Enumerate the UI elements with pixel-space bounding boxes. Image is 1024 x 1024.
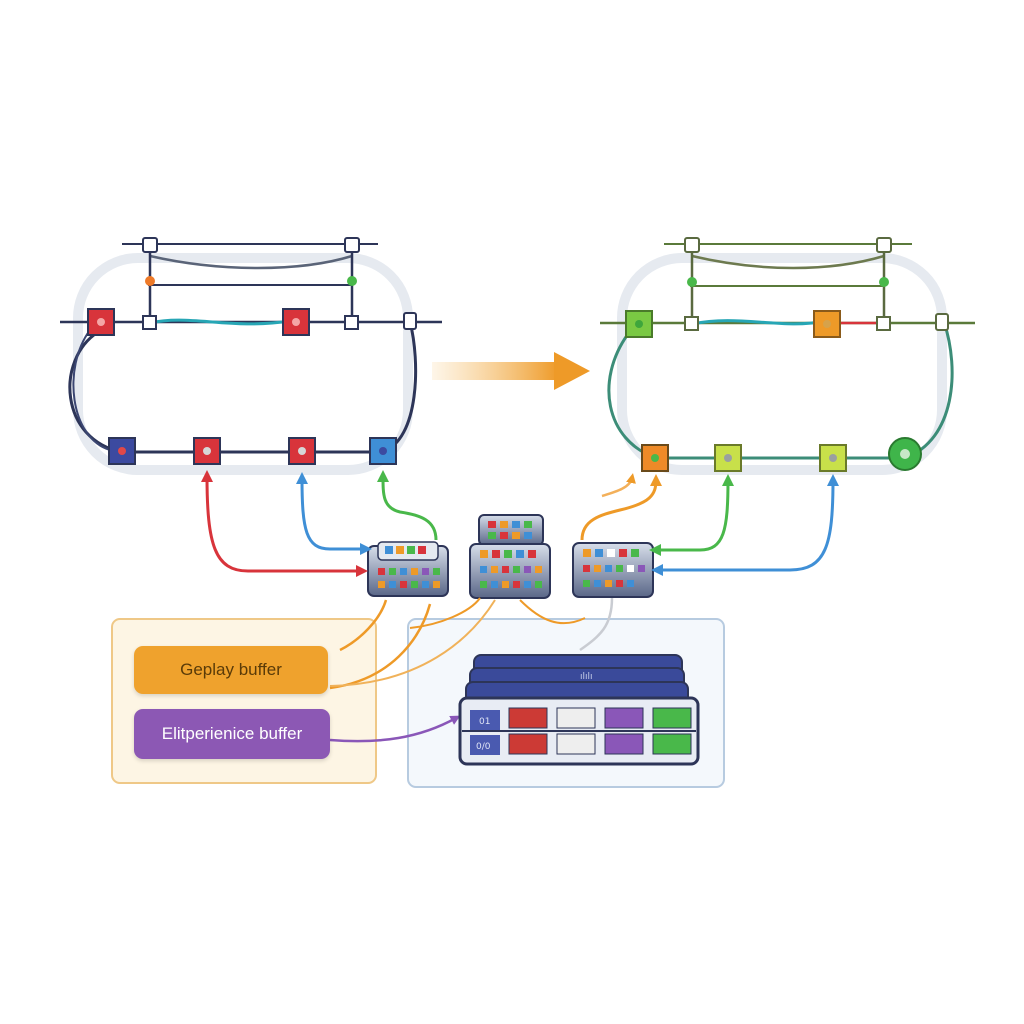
left-bottom-node-1 — [108, 437, 136, 465]
memory-slot-2-1 — [508, 733, 548, 755]
left-pole-a-light — [145, 276, 155, 286]
buffer-links — [329, 597, 614, 743]
memory-stack-tag: ılılı — [580, 672, 593, 682]
left-teal-signal — [149, 318, 291, 326]
left-pole-b-cap — [344, 237, 360, 253]
link-gray-to-memory — [579, 597, 614, 652]
link-orange-to-right-chip — [519, 599, 586, 625]
left-bottom-node-4 — [369, 437, 397, 465]
right-top-node-2 — [813, 310, 841, 338]
memory-slot-tag-bottom-text: 0/0 — [476, 742, 491, 752]
right-network-wire-outer — [607, 321, 954, 460]
memory-stack-icon — [458, 654, 700, 766]
memory-slot-2-4 — [652, 733, 692, 755]
right-pole-a-cap — [684, 237, 700, 253]
left-network-halo — [73, 253, 413, 475]
right-teal-signal — [691, 319, 827, 326]
left-bottom-node-3 — [288, 437, 316, 465]
memory-slot-2-2 — [556, 733, 596, 755]
memory-slot-1-3 — [604, 707, 644, 729]
processor-center-top — [478, 514, 544, 546]
processor-chip-icon — [367, 514, 654, 599]
left-bottom-node-2 — [193, 437, 221, 465]
right-top-node-1 — [625, 310, 653, 338]
right-pole-a-light — [687, 277, 697, 287]
memory-slot-tag-top-text: 01 — [479, 717, 490, 727]
right-pole-b-light — [879, 277, 889, 287]
processor-center — [469, 543, 551, 599]
replay-buffer-label: Geplay buffer — [134, 646, 328, 694]
memory-slot-1-4 — [652, 707, 692, 729]
right-gray-arc — [691, 254, 885, 270]
processor-left — [367, 541, 449, 597]
link-replay-panel-top — [339, 599, 388, 652]
memory-slot-2-3 — [604, 733, 644, 755]
right-network-halo — [617, 253, 947, 475]
right-pole-b-cap — [876, 237, 892, 253]
left-network — [60, 237, 442, 475]
arrow-blue-to-right-node — [651, 474, 839, 576]
arrow-green-to-right-node — [649, 474, 734, 556]
memory-slots — [508, 707, 692, 755]
right-feedback-arrows — [580, 473, 839, 576]
left-top-node-2 — [282, 308, 310, 336]
arrow-orange-faint — [601, 473, 636, 498]
arrow-red-to-left-node — [201, 470, 368, 577]
memory-slot-tag-top — [470, 710, 500, 730]
left-top-node-1 — [87, 308, 115, 336]
left-junction-c — [403, 312, 417, 330]
right-network — [600, 237, 975, 475]
left-junction-a — [142, 315, 157, 330]
arrow-right-icon — [432, 352, 590, 390]
memory-slot-1-2 — [556, 707, 596, 729]
right-bottom-node-3 — [819, 444, 847, 472]
processor-right — [572, 542, 654, 598]
target-circle-icon — [888, 437, 922, 471]
experience-buffer-label: Elitperienice buffer — [134, 709, 330, 759]
left-pole-a-cap — [142, 237, 158, 253]
right-junction-c — [935, 313, 949, 331]
left-network-wire-inner — [72, 329, 111, 451]
link-orange-long — [329, 599, 496, 687]
arrow-green-to-left-node — [377, 470, 438, 541]
right-bottom-node-1 — [641, 444, 669, 472]
experience-buffer-button-bg — [134, 709, 330, 759]
link-orange-to-center — [409, 597, 481, 629]
right-bottom-node-2 — [714, 444, 742, 472]
left-network-wire-outer — [68, 321, 418, 454]
right-junction-b — [876, 316, 891, 331]
left-feedback-arrows — [201, 470, 438, 577]
arrow-blue-to-left-node — [296, 472, 372, 555]
link-experience-to-memory — [329, 715, 461, 743]
memory-slot-1-1 — [508, 707, 548, 729]
replay-buffer-button-bg — [134, 646, 328, 694]
left-gray-arc — [149, 254, 353, 270]
right-junction-a — [684, 316, 699, 331]
left-junction-b — [344, 315, 359, 330]
memory-slot-tag-bottom — [470, 735, 500, 755]
left-pole-b-light — [347, 276, 357, 286]
